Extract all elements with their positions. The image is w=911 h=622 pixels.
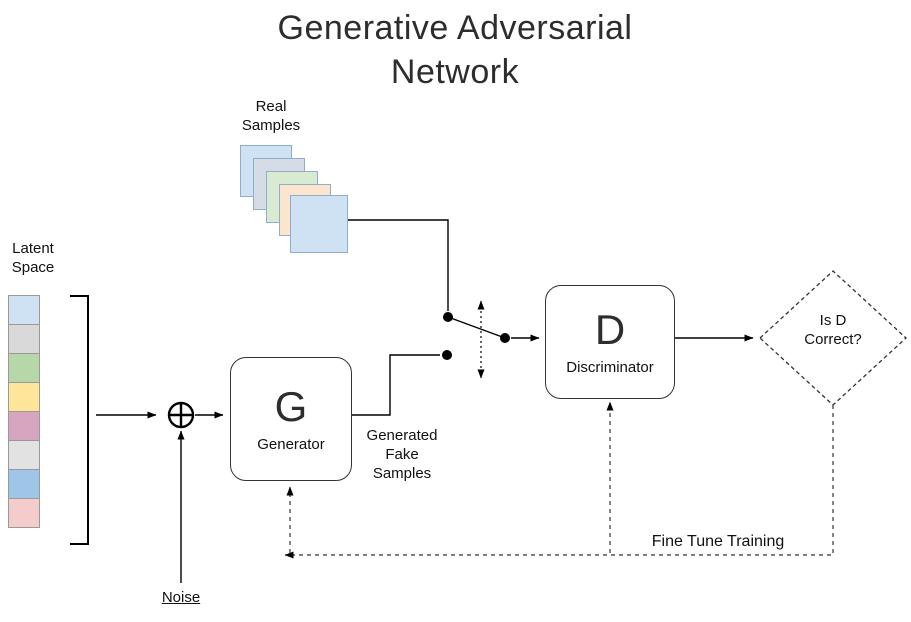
generator-output-line [350,354,440,416]
plus-combiner-icon [167,401,195,429]
latent-cell [8,295,40,325]
real-samples-line [348,219,449,311]
generator-node: G Generator [230,357,352,481]
latent-cell [8,440,40,470]
switch-fake-terminal-dot [442,350,452,360]
latent-cell [8,498,40,528]
latent-cell [8,324,40,354]
real-samples-stack [240,145,352,257]
discriminator-letter: D [594,305,626,353]
latent-cell [8,469,40,499]
latent-cell [8,411,40,441]
diagram-title: Generative Adversarial Network [277,9,633,92]
latent-column [8,295,40,528]
latent-cell [8,382,40,412]
real-samples-label: Real Samples [241,98,301,134]
generator-letter: G [274,382,308,430]
sample-card [290,195,348,253]
noise-label: Noise [161,589,201,606]
decision-label: Is D Correct? [804,312,862,348]
switch-blade-line [447,316,506,339]
latent-cell [8,353,40,383]
switch-output-terminal-dot [500,333,510,343]
generated-fake-samples-label: Generated Fake Samples [366,427,438,482]
switch-real-terminal-dot [443,312,453,322]
fine-tune-training-label: Fine Tune Training [651,533,785,550]
generator-label: Generator [257,435,325,453]
latent-space-label: Latent Space [11,240,55,276]
discriminator-node: D Discriminator [545,285,675,399]
latent-bracket [70,295,89,545]
discriminator-label: Discriminator [566,358,654,376]
